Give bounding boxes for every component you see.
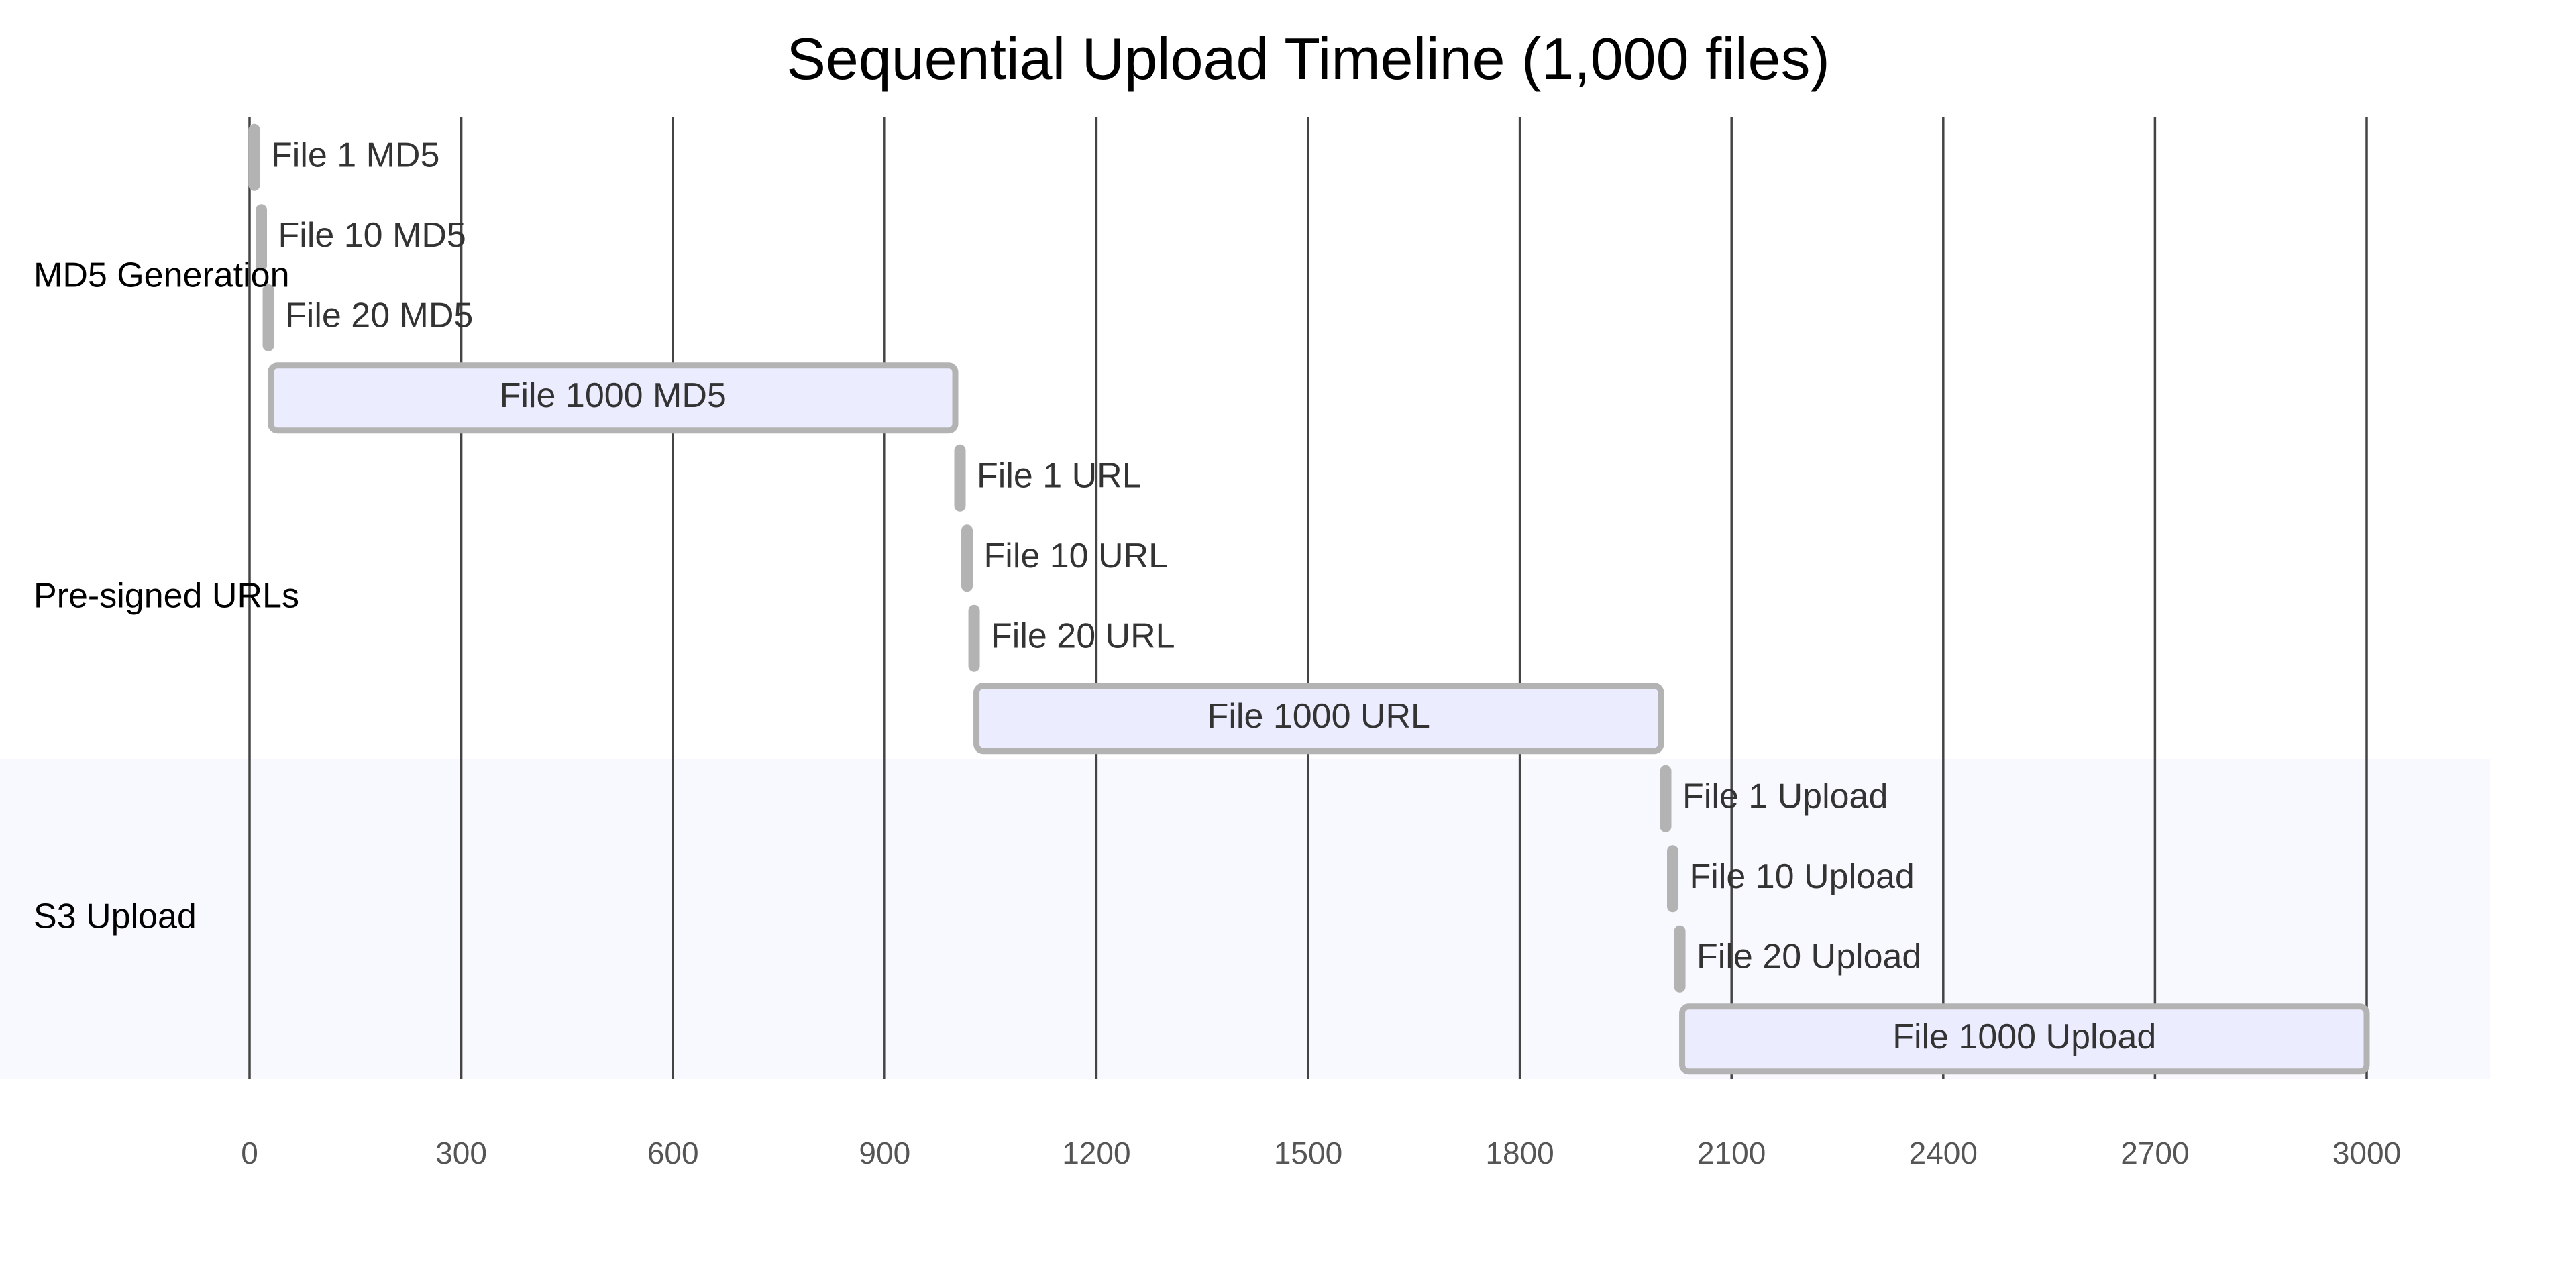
x-tick-label-9: 2700	[2121, 1135, 2189, 1170]
x-tick-label-6: 1800	[1485, 1135, 1554, 1170]
task-label-0-3: File 1000 MD5	[500, 376, 727, 415]
task-label-1-2: File 20 URL	[991, 616, 1175, 655]
task-bar-0-2	[262, 284, 274, 351]
task-label-1-0: File 1 URL	[977, 456, 1142, 495]
x-axis-ticks: 0 300 600 900 1200 1500 1800 2100 2400 2700 3000	[241, 1135, 2401, 1170]
task-bar-0-1	[256, 204, 268, 272]
task-bar-1-0	[954, 444, 966, 512]
task-bar-1-2	[968, 604, 980, 672]
x-tick-label-1: 300	[435, 1135, 487, 1170]
x-tick-label-3: 900	[859, 1135, 910, 1170]
task-bar-1-3	[973, 683, 1664, 755]
x-tick-label-10: 3000	[2332, 1135, 2401, 1170]
task-label-1-1: File 10 URL	[984, 537, 1169, 575]
section-bands	[0, 117, 2490, 1079]
chart-title: Sequential Upload Timeline (1,000 files)	[786, 25, 1830, 92]
task-bar-0-0	[248, 123, 260, 191]
section-label-1: Pre-signed URLs	[34, 577, 299, 616]
task-bar-2-2	[1674, 925, 1686, 993]
task-bar-0-3	[268, 362, 959, 434]
x-tick-label-4: 1200	[1062, 1135, 1130, 1170]
task-label-2-1: File 10 Upload	[1690, 857, 1915, 896]
section-label-2: S3 Upload	[34, 897, 197, 936]
task-label-1-3: File 1000 URL	[1208, 697, 1430, 736]
x-tick-label-7: 2100	[1697, 1135, 1766, 1170]
task-label-0-2: File 20 MD5	[285, 296, 473, 335]
task-label-2-3: File 1000 Upload	[1892, 1017, 2156, 1056]
task-bar-2-3	[1679, 1003, 2370, 1075]
grid-lines	[248, 117, 2368, 1079]
x-tick-label-8: 2400	[1909, 1135, 1978, 1170]
x-tick-label-2: 600	[647, 1135, 699, 1170]
task-bar-2-0	[1660, 765, 1672, 832]
task-label-2-2: File 20 Upload	[1697, 937, 1921, 976]
task-label-0-0: File 1 MD5	[271, 135, 439, 174]
task-label-0-1: File 10 MD5	[278, 216, 466, 255]
x-tick-label-5: 1500	[1274, 1135, 1342, 1170]
task-label-2-0: File 1 Upload	[1682, 777, 1888, 816]
section-label-0: MD5 Generation	[34, 256, 290, 295]
x-tick-label-0: 0	[241, 1135, 258, 1170]
task-bar-2-1	[1667, 845, 1679, 913]
task-bar-1-1	[961, 524, 973, 592]
task-bars	[248, 123, 2370, 1075]
